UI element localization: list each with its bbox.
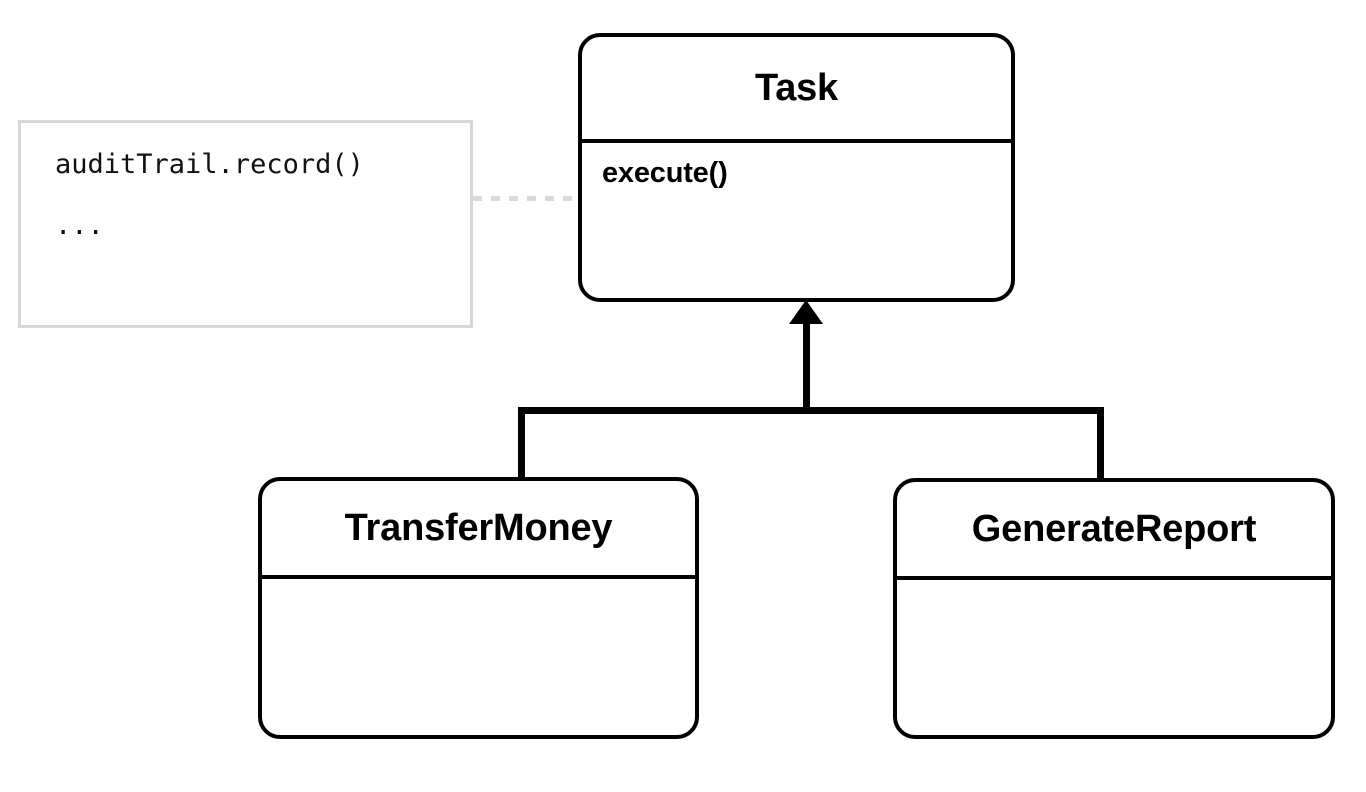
class-members-generatereport	[897, 580, 1331, 735]
class-name-task: Task	[755, 66, 838, 109]
generalization-horizontal-bar	[518, 407, 1104, 414]
class-member-execute: execute()	[602, 157, 728, 189]
class-name-generatereport: GenerateReport	[971, 507, 1257, 550]
class-divider-task	[582, 139, 1011, 143]
class-divider-generatereport	[897, 576, 1331, 580]
generalization-branch-generatereport	[1097, 407, 1104, 483]
note-line-1: auditTrail.record()	[55, 149, 364, 180]
note-line-2: ...	[55, 210, 104, 241]
class-box-generatereport[interactable]: GenerateReport	[893, 478, 1335, 739]
class-members-task: execute()	[582, 143, 1011, 298]
generalization-stem	[803, 318, 810, 414]
class-divider-transfermoney	[262, 575, 695, 579]
note-box[interactable]: auditTrail.record() ...	[18, 120, 473, 328]
class-box-task[interactable]: Task execute()	[578, 33, 1015, 302]
generalization-branch-transfermoney	[518, 407, 525, 483]
class-members-transfermoney	[262, 579, 695, 735]
class-box-transfermoney[interactable]: TransferMoney	[258, 477, 699, 739]
note-link-connector	[473, 196, 580, 201]
class-name-transfermoney: TransferMoney	[344, 506, 613, 549]
